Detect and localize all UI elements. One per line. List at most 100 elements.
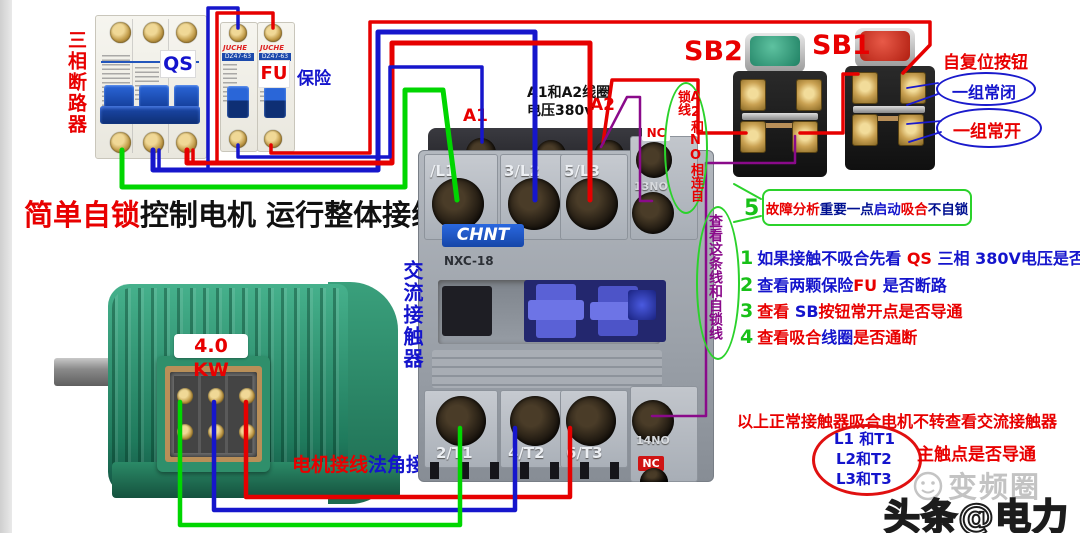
terminal-hole-t3 — [566, 396, 616, 446]
fu-tag: FU — [258, 60, 290, 88]
qs-toggle-2 — [139, 85, 169, 108]
sb2-terminal-br — [792, 121, 818, 153]
qs-toggle-1 — [104, 85, 134, 108]
watermark-brand: 变频圈 — [948, 470, 1042, 504]
wire-red-t3-motor — [243, 399, 573, 500]
contactor-side-label: 交流接触器 — [400, 260, 424, 370]
sb2-label: SB2 — [684, 36, 743, 67]
wire-red-fu-sb1 — [269, 20, 932, 155]
fu-brand-1: JUCHE — [223, 44, 248, 52]
wire-red-a2-sb2 — [601, 78, 748, 145]
terminal-hole-t2 — [510, 396, 560, 446]
phase-pairs-ellipse — [812, 424, 922, 496]
fu-brand-2: JUCHE — [260, 44, 285, 52]
qs-toggle-bar — [100, 106, 200, 124]
aux-screw-14no — [632, 400, 674, 442]
contactor-brand: CHNT — [442, 224, 524, 247]
fuse-breakers-fu: JUCHE JUCHE DZ47-63 DZ47-63 — [220, 22, 295, 152]
watermark-handle: 头条@电力港 — [883, 496, 1070, 533]
wire-red-l3 — [184, 40, 593, 203]
fu-top-screw-2 — [264, 24, 282, 42]
qs-bottom-screw-3 — [176, 132, 197, 153]
title-rest: 控制电机 运行整体接线 — [140, 198, 441, 232]
sb1-cap-red — [860, 31, 910, 61]
phase-pair-1: L1 和T1 — [834, 430, 895, 448]
fu-toggle-2 — [264, 86, 286, 118]
aux-label-nc-top: NC — [642, 126, 670, 141]
phase-pair-3: L3和T3 — [836, 470, 892, 488]
qs-top-screw-3 — [176, 22, 197, 43]
qs-top-screw-2 — [143, 22, 164, 43]
wire-green-l1 — [119, 87, 460, 203]
check-wire-ellipse — [696, 206, 740, 360]
motor-power-label: 4.0 KW — [174, 334, 248, 381]
checklist-item5-box: 故障分析 重要一点 启动 吸合不自锁 — [762, 189, 972, 226]
contactor-model: NXC-18 — [444, 254, 494, 268]
title-highlight: 简单自锁 — [24, 198, 141, 232]
fu-top-screw-1 — [229, 24, 247, 42]
terminal-label-l2: 3/L2 — [504, 162, 540, 180]
sb2-cap-green — [750, 36, 800, 66]
sb1-terminal-bl — [852, 114, 878, 146]
aux-screw-nc-bottom — [640, 468, 668, 482]
stop-button-sb1 — [843, 28, 937, 172]
moving-contact-carrier — [524, 280, 666, 342]
item-3-num: 3 — [740, 300, 754, 322]
motor-wiring-note: 电机接线法角接 — [292, 450, 425, 477]
sb2-terminal-bl — [740, 121, 766, 153]
contactor-teeth — [430, 462, 626, 479]
qs-toggle-3 — [174, 85, 199, 108]
qs-bottom-screw-2 — [143, 132, 164, 153]
fu-toggle-1 — [227, 86, 249, 118]
photo-edge-band — [0, 0, 12, 533]
nc-group-ellipse — [936, 72, 1036, 106]
wire-red-tap-fu — [191, 11, 275, 165]
contactor-mechanism — [438, 280, 666, 344]
reset-note: 自复位按钮 — [943, 53, 1028, 73]
phase-pair-2: L2和T2 — [836, 450, 892, 468]
wire-blue-fu-a1 — [236, 65, 484, 159]
smiley-icon — [913, 471, 943, 501]
checklist-item5-num: 5 — [744, 196, 760, 221]
wire-blue-tap-fu — [157, 6, 240, 172]
fu-model-2: DZ47-63 — [259, 53, 291, 61]
selflock-vertical-label: A2和NO相连自锁线 — [675, 90, 703, 202]
callout-leaders-green — [733, 183, 762, 223]
breaker-side-label: 三相断路器 — [65, 30, 87, 135]
motor-wiring-note-blue: 法角接 — [368, 454, 426, 476]
sb2-terminal-tr — [796, 79, 822, 111]
terminal-label-t3: 6/T3 — [566, 444, 603, 462]
wire-purple-a2-13no — [599, 95, 654, 203]
wire-green-t1-motor — [177, 399, 463, 528]
main-contact-note: 主触点是否导通 — [917, 445, 1036, 465]
qs-tag: QS — [160, 50, 196, 78]
check-vertical-label: 查看这条线和自锁线 — [707, 214, 723, 340]
fu-model-1: DZ47-63 — [222, 53, 254, 61]
aux-label-14no: 14NO — [636, 434, 670, 447]
item-1-num: 1 — [740, 247, 754, 269]
wire-blue-l2 — [150, 29, 538, 203]
selflock-ellipse — [664, 82, 708, 214]
fuse-caption: 保险 — [297, 69, 331, 89]
coil-note-line2: 电压380v — [527, 103, 594, 119]
terminal-label-t1: 2/T1 — [436, 444, 473, 462]
aux-label-13no: 13NO — [634, 180, 668, 193]
nc-group-label: 一组常闭 — [952, 83, 1017, 102]
aux-window-blue — [628, 290, 656, 320]
no-group-ellipse — [936, 108, 1042, 148]
motor-terminal-v1 — [208, 388, 224, 404]
aux-label-nc-bottom: NC — [638, 456, 664, 471]
callout-leaders-blue — [906, 82, 942, 143]
item-4-num: 4 — [740, 326, 754, 348]
motor-terminal-w1 — [239, 388, 255, 404]
terminal-hole-l1 — [432, 178, 484, 230]
start-button-sb2 — [730, 33, 830, 180]
fu-bottom-screw-1 — [229, 130, 247, 148]
sb1-terminal-tl — [852, 72, 878, 104]
